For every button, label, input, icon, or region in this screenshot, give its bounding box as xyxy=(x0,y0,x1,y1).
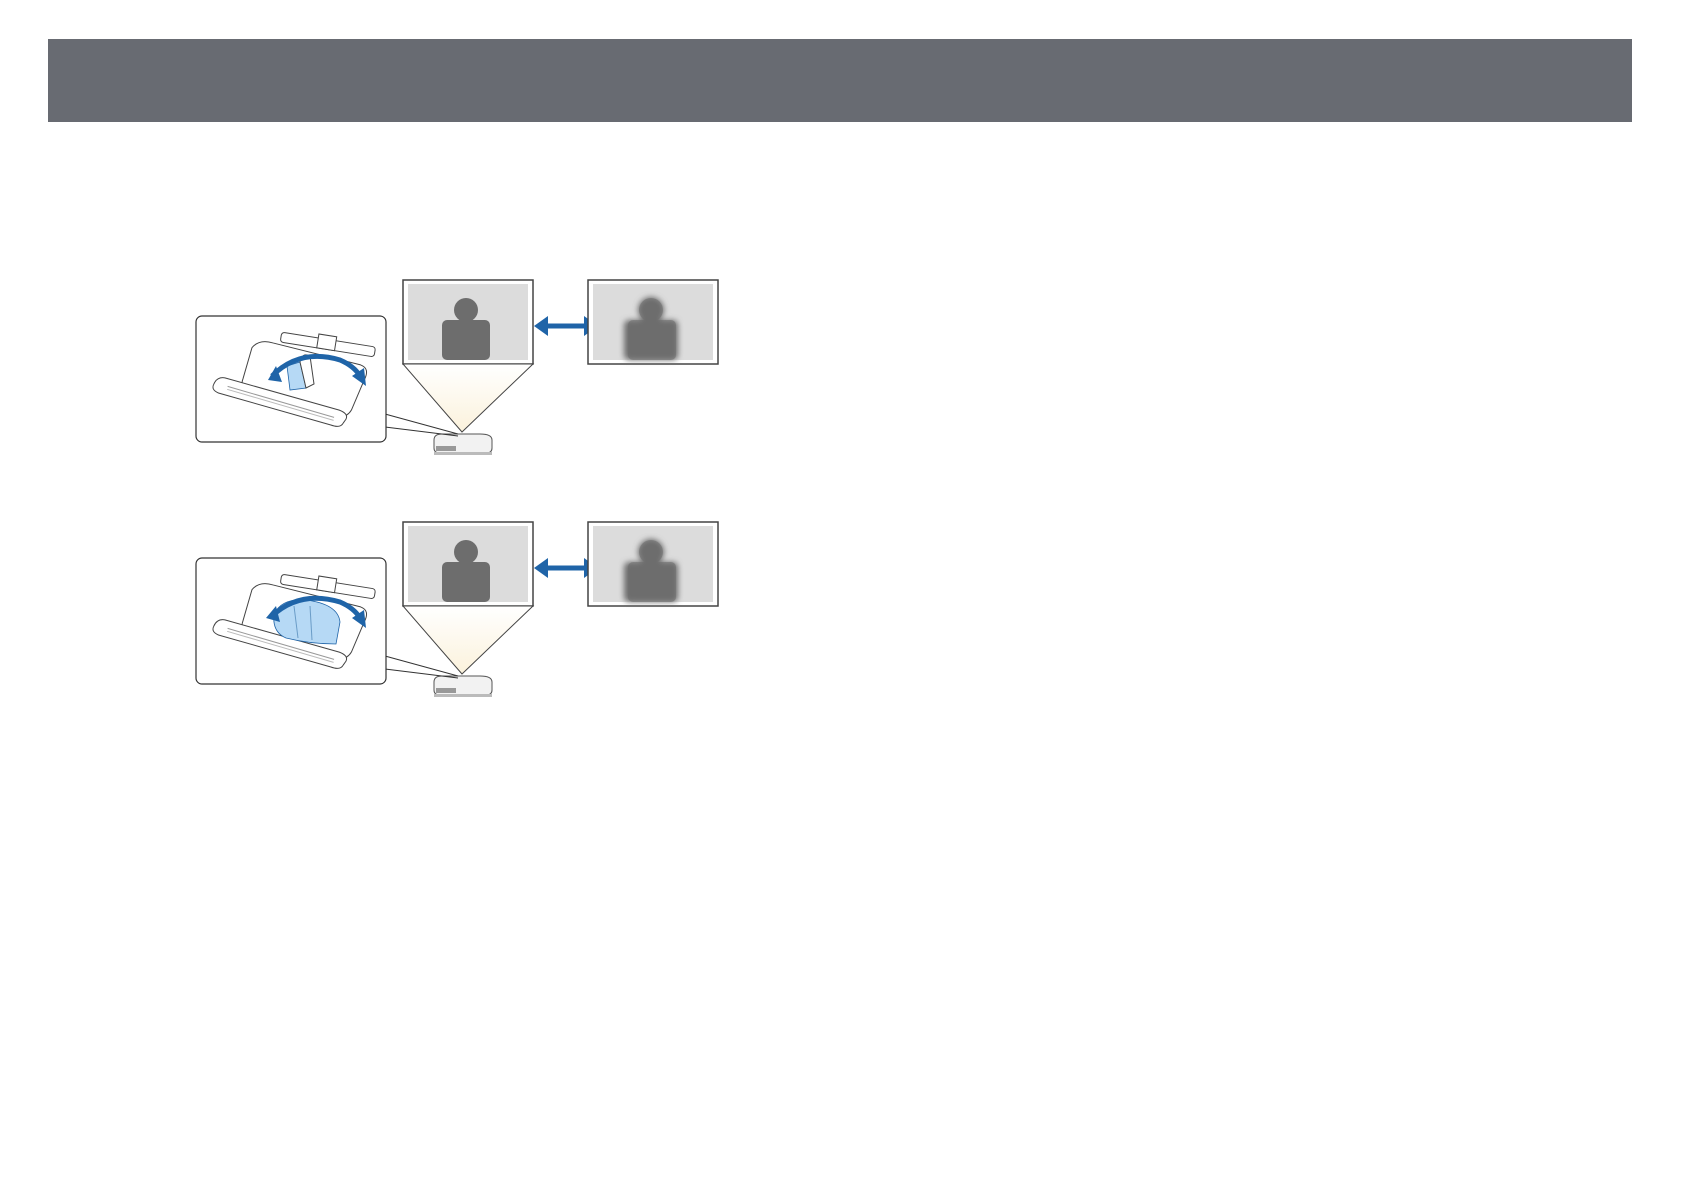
blurry-screen xyxy=(588,522,718,606)
page-header-bar xyxy=(48,39,1632,122)
projector-icon xyxy=(434,434,492,455)
person-icon xyxy=(454,298,478,322)
projector-icon xyxy=(434,676,492,697)
focus-adjust-illustration xyxy=(190,276,730,476)
blurry-screen xyxy=(588,280,718,364)
person-icon xyxy=(454,540,478,564)
lens-zoom-callout xyxy=(196,558,386,684)
sharp-screen xyxy=(403,522,533,606)
lens-zoom-callout xyxy=(196,316,386,442)
projection-beam xyxy=(403,364,533,432)
focus-diagram xyxy=(190,276,730,476)
projection-beam xyxy=(403,606,533,674)
focus-adjust-illustration xyxy=(190,518,730,718)
sharp-screen xyxy=(403,280,533,364)
focus-diagram xyxy=(190,518,730,718)
